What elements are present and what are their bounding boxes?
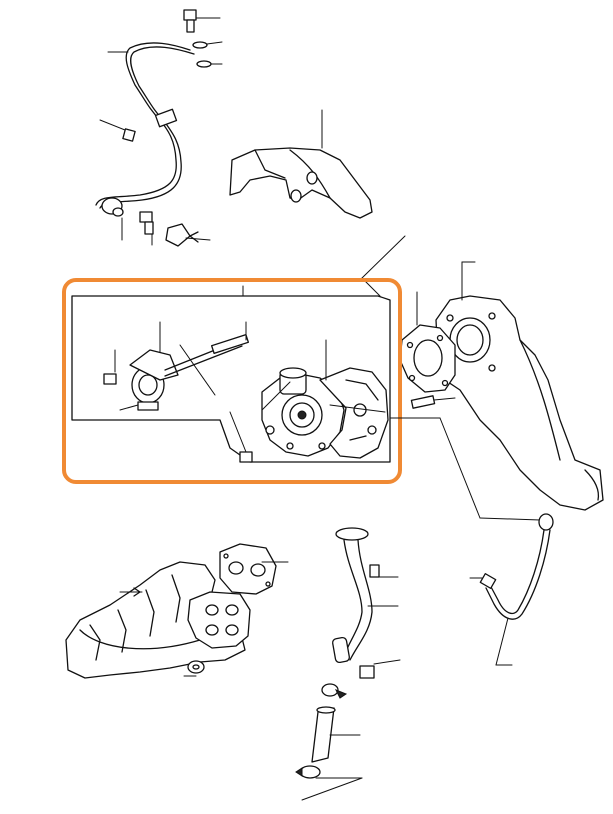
exhaust-manifold [65, 561, 246, 679]
drain-bolt-upper [369, 564, 399, 578]
actuator-bolt [103, 349, 117, 385]
clamp-bolt [99, 119, 136, 142]
connector-bolt [139, 211, 154, 246]
oil-feed-pipe-assembly [95, 9, 223, 247]
outlet-gasket [399, 291, 456, 393]
highlight-frame [62, 278, 402, 484]
turbo-outlet-elbow [435, 261, 604, 511]
washer-top [192, 41, 223, 68]
manifold-nut [183, 660, 205, 677]
manifold-gasket [187, 591, 251, 649]
drain-hose [311, 706, 361, 763]
stud [410, 395, 456, 409]
actuator-rod [210, 321, 250, 355]
pipe-clamp [154, 108, 178, 128]
hose-clamp-upper [321, 683, 348, 699]
turbo-stud [229, 411, 253, 463]
oil-return-pipe [469, 513, 554, 666]
turbo-gasket [219, 543, 289, 595]
turbocharger-assembly [71, 235, 406, 463]
oil-drain-tube [332, 527, 399, 664]
heat-shield [229, 109, 373, 219]
oil-pressure-switch [165, 223, 211, 247]
drain-bolt-lower [359, 659, 401, 679]
lower-banjo-fitting [101, 197, 124, 241]
turbo-body [261, 339, 389, 459]
wastegate-actuator [119, 321, 243, 411]
banjo-bolt [183, 9, 221, 33]
hose-clamp-lower [295, 765, 363, 801]
